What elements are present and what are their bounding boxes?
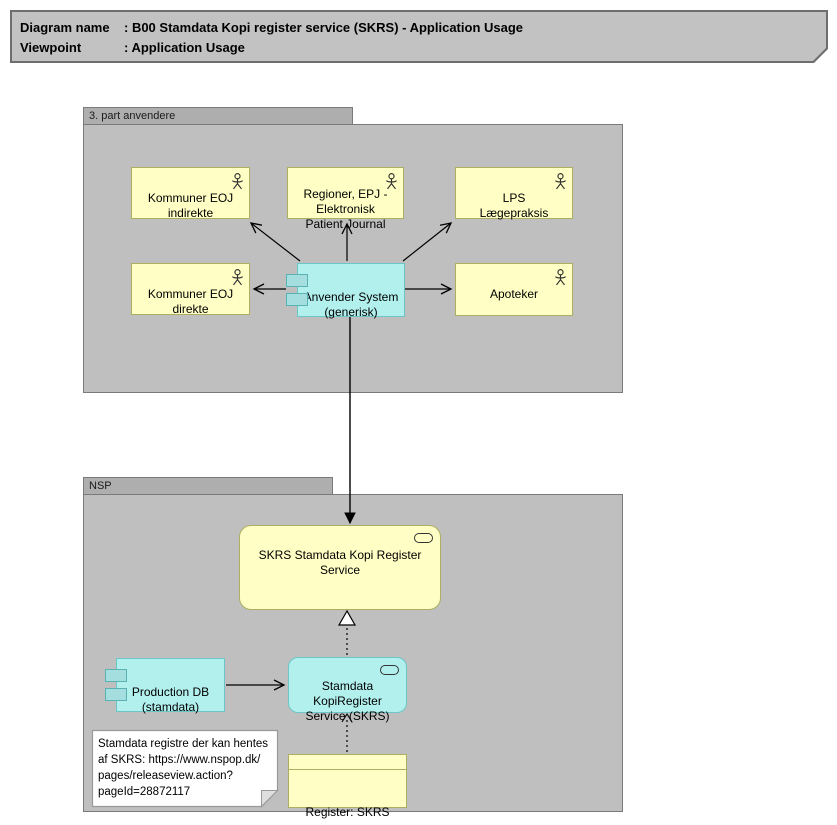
- node-production-db: Production DB (stamdata): [105, 658, 225, 714]
- node-label: Anvender System (generisk): [303, 290, 399, 319]
- register-divider-line: [289, 769, 406, 770]
- node-label: Kommuner EOJ indirekte: [147, 191, 234, 220]
- node-label: Regioner, EPJ - Elektronisk Patient Jour…: [303, 187, 388, 231]
- actor-icon: [386, 173, 397, 190]
- node-label: Kommuner EOJ direkte: [147, 287, 234, 316]
- component-port-icon: [286, 293, 308, 306]
- node-label: Register: SKRS: [305, 805, 390, 819]
- node-apoteker: Apoteker: [455, 263, 573, 316]
- group-tab-third-party: 3. part anvendere: [83, 107, 353, 125]
- node-label: Production DB (stamdata): [131, 685, 210, 714]
- group-body-third-party: [83, 124, 623, 393]
- node-anvender-system: Anvender System (generisk): [286, 263, 405, 319]
- actor-icon: [232, 173, 243, 190]
- node-stamdata-kopiregister-service: Stamdata KopiRegister Service (SKRS): [288, 657, 407, 723]
- diagram-title-bar: Diagram name : B00 Stamdata Kopi register…: [10, 10, 828, 63]
- node-kommuner-eoj-direkte: Kommuner EOJ direkte: [131, 263, 250, 316]
- actor-icon: [232, 269, 243, 286]
- actor-icon: [555, 173, 566, 190]
- viewpoint-value: : Application Usage: [124, 40, 245, 55]
- group-label-third-party: 3. part anvendere: [89, 110, 176, 122]
- diagram-name-value: : B00 Stamdata Kopi register service (SK…: [124, 20, 524, 35]
- application-service-icon: [380, 665, 399, 675]
- component-port-icon: [105, 688, 127, 701]
- node-lps-laegepraksis: LPS Lægepraksis: [455, 167, 573, 220]
- node-regioner-epj: Regioner, EPJ - Elektronisk Patient Jour…: [287, 167, 404, 231]
- node-kommuner-eoj-indirekte: Kommuner EOJ indirekte: [131, 167, 250, 220]
- diagram-title-row-1: Diagram name : B00 Stamdata Kopi register…: [20, 18, 818, 38]
- diagram-name-label: Diagram name: [20, 20, 110, 35]
- actor-icon: [555, 269, 566, 286]
- diagram-title-inner: Diagram name : B00 Stamdata Kopi register…: [12, 12, 826, 61]
- group-tab-nsp: NSP: [83, 477, 333, 495]
- node-skrs-stamdata-kopi-register-service: SKRS Stamdata Kopi Register Service: [239, 525, 441, 610]
- node-label: Stamdata KopiRegister Service (SKRS): [305, 679, 390, 723]
- component-port-icon: [105, 669, 127, 682]
- node-register-skrs: Register: SKRS: [288, 754, 407, 819]
- application-service-icon: [414, 533, 433, 543]
- note-text: Stamdata registre der kan hentes af SKRS…: [98, 738, 269, 798]
- node-label: SKRS Stamdata Kopi Register Service: [258, 548, 422, 577]
- diagram-title-row-2: Viewpoint : Application Usage: [20, 38, 818, 58]
- group-label-nsp: NSP: [89, 480, 112, 492]
- node-label: Apoteker: [489, 287, 539, 301]
- viewpoint-label: Viewpoint: [20, 40, 82, 55]
- component-port-icon: [286, 274, 308, 287]
- node-label: LPS Lægepraksis: [479, 191, 549, 220]
